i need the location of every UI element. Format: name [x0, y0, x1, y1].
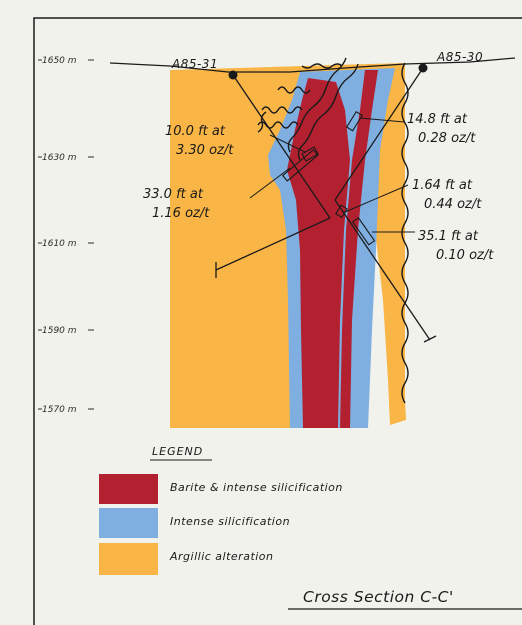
annotation-line: 14.8 ft at	[407, 112, 468, 127]
legend-label-argillic: Argillic alteration	[169, 550, 274, 563]
elevation-label-1610: 1610 m	[42, 239, 77, 249]
legend-swatch-silicification	[99, 508, 158, 538]
annotation-line: 33.0 ft at	[143, 187, 204, 202]
legend-label-barite: Barite & intense silicification	[170, 481, 343, 494]
assay-annotation-3: 14.8 ft at 0.28 oz/t	[407, 112, 476, 146]
annotation-line: 1.16 oz/t	[152, 206, 210, 221]
legend: LEGEND Barite & intense silicification I…	[99, 445, 343, 575]
drillhole-collar-A85-30	[419, 64, 428, 73]
annotation-line: 0.28 oz/t	[418, 131, 476, 146]
elevation-label-1590: 1590 m	[42, 326, 77, 336]
section-title: Cross Section C-C'	[303, 588, 454, 606]
annotation-line: 0.10 oz/t	[436, 248, 494, 263]
elevation-label-1650: 1650 m	[42, 56, 77, 66]
legend-swatch-barite	[99, 474, 158, 504]
drillhole-label-A85-30: A85-30	[436, 50, 483, 64]
annotation-line: 10.0 ft at	[165, 124, 226, 139]
annotation-line: 35.1 ft at	[418, 229, 479, 244]
drillhole-label-A85-31: A85-31	[171, 57, 218, 71]
annotation-line: 0.44 oz/t	[424, 197, 482, 212]
drillhole-collar-A85-31	[229, 71, 238, 80]
elevation-label-1630: 1630 m	[42, 153, 77, 163]
annotation-line: 3.30 oz/t	[176, 143, 234, 158]
legend-swatch-argillic	[99, 543, 158, 575]
legend-label-silicification: Intense silicification	[170, 515, 290, 528]
elevation-scale: 1650 m 1630 m 1610 m 1590 m 1570 m	[38, 56, 94, 415]
assay-annotation-4: 1.64 ft at 0.44 oz/t	[412, 178, 482, 212]
legend-title: LEGEND	[152, 445, 203, 458]
annotation-line: 1.64 ft at	[412, 178, 473, 193]
assay-annotation-5: 35.1 ft at 0.10 oz/t	[418, 229, 494, 263]
elevation-label-1570: 1570 m	[42, 405, 77, 415]
